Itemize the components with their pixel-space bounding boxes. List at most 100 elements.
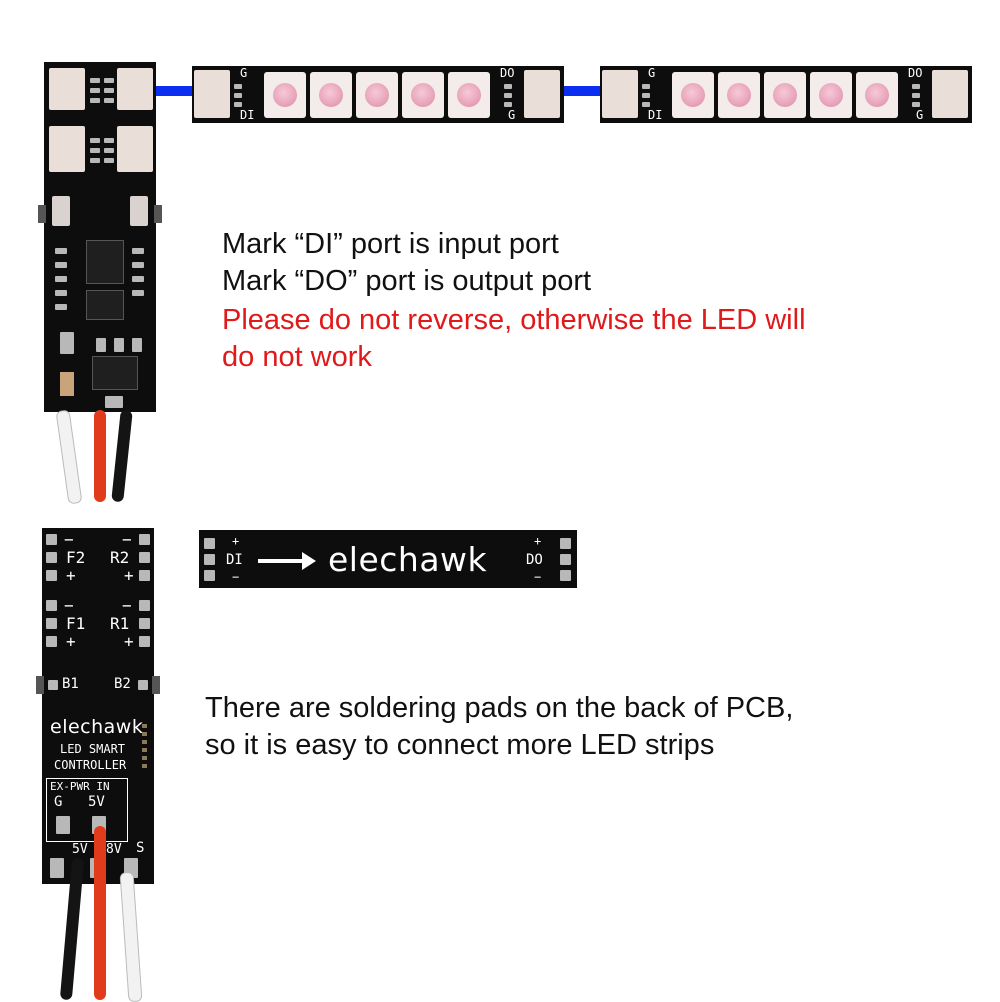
solder-pad [46, 552, 57, 563]
solder-pad-b2 [138, 680, 148, 690]
solder-pad [46, 618, 57, 629]
led [718, 72, 760, 118]
led [264, 72, 306, 118]
ex-pwr-box [46, 778, 128, 842]
strip-pin-pad [504, 84, 512, 89]
controller-side-tab [36, 676, 44, 694]
silk-minus: − [64, 596, 74, 615]
strip-pin-pad [234, 84, 242, 89]
strip-back-solder-pad [204, 554, 215, 565]
controller-product-line-2: CONTROLLER [54, 758, 127, 772]
led [764, 72, 806, 118]
controller-side-tab [38, 205, 46, 223]
link-wire [156, 86, 194, 96]
white-wire [55, 409, 83, 505]
ex-pwr-solder-pad [56, 816, 70, 834]
strip-pin-pad [504, 93, 512, 98]
controller-resistor [55, 276, 67, 282]
led [356, 72, 398, 118]
solder-pad [139, 636, 150, 647]
link-wire [563, 86, 601, 96]
via-column [142, 724, 147, 772]
output-solder-pad [50, 858, 64, 878]
controller-connector [49, 126, 85, 172]
strip-pin-pad [912, 102, 920, 107]
led-dome [773, 83, 797, 107]
silk-r1: R1 [110, 614, 130, 633]
strip-back-plus: + [232, 534, 240, 548]
solder-pad [139, 570, 150, 581]
controller-pin-pad [90, 78, 100, 83]
led [448, 72, 490, 118]
controller-button [130, 196, 148, 226]
strip-pin-pad [642, 102, 650, 107]
controller-pin-pad [90, 148, 100, 153]
led-dome [681, 83, 705, 107]
strip-pin-pad [912, 84, 920, 89]
red-wire [94, 826, 106, 1000]
silk-plus: + [124, 632, 134, 651]
silk-bottom-8v: 8V [106, 842, 122, 857]
strip-back-solder-pad [560, 554, 571, 565]
strip-output-connector [932, 70, 968, 118]
led [310, 72, 352, 118]
strip-back-minus: − [534, 570, 542, 584]
strip-label-di: DI [648, 108, 663, 122]
silk-bottom-5v: 5V [72, 842, 88, 857]
controller-resistor [132, 276, 144, 282]
strip-pin-pad [234, 93, 242, 98]
strip-input-connector [194, 70, 230, 118]
silk-minus: − [122, 530, 132, 549]
strip-label-g: G [916, 108, 924, 122]
controller-chip [86, 290, 124, 320]
strip-label-g: G [508, 108, 516, 122]
silk-plus: + [66, 566, 76, 585]
controller-resistor [60, 332, 74, 354]
controller-resistor [132, 290, 144, 296]
led-dome [411, 83, 435, 107]
controller-chip [86, 240, 124, 284]
controller-regulator [92, 356, 138, 390]
silk-f1: F1 [66, 614, 86, 633]
solder-pad [139, 600, 150, 611]
controller-connector [49, 68, 85, 110]
direction-arrow-icon [258, 552, 316, 570]
silk-f2: F2 [66, 548, 86, 567]
strip-label-g: G [240, 66, 248, 80]
solder-pad-b1 [48, 680, 58, 690]
controller-pin-pad [104, 138, 114, 143]
led-dome [727, 83, 751, 107]
strip-label-do: DO [908, 66, 923, 80]
controller-capacitor [60, 372, 74, 396]
controller-connector [117, 68, 153, 110]
led-dome [819, 83, 843, 107]
led [810, 72, 852, 118]
controller-resistor [55, 248, 67, 254]
silk-b1: B1 [62, 676, 79, 692]
solder-pad [139, 534, 150, 545]
black-wire [111, 409, 133, 503]
silk-plus: + [124, 566, 134, 585]
strip-back-plus: + [534, 534, 542, 548]
strip-pin-pad [504, 102, 512, 107]
controller-pin-pad [90, 98, 100, 103]
solder-pad [139, 552, 150, 563]
controller-resistor [132, 248, 144, 254]
controller-pin-pad [104, 88, 114, 93]
controller-pin-pad [104, 78, 114, 83]
strip-back-minus: − [232, 570, 240, 584]
solder-pad [46, 570, 57, 581]
silk-r2: R2 [110, 548, 130, 567]
controller-resistor [55, 304, 67, 310]
controller-resistor [55, 262, 67, 268]
controller-resistor [114, 338, 124, 352]
warning-text-line-2: do not work [222, 341, 372, 373]
strip-label-g: G [648, 66, 656, 80]
white-wire [119, 871, 143, 1002]
note-soldering-pads-line-1: There are soldering pads on the back of … [205, 692, 794, 724]
note-soldering-pads-line-2: so it is easy to connect more LED strips [205, 729, 715, 761]
strip-pin-pad [642, 93, 650, 98]
strip-input-connector [602, 70, 638, 118]
led-dome [457, 83, 481, 107]
controller-resistor [132, 338, 142, 352]
